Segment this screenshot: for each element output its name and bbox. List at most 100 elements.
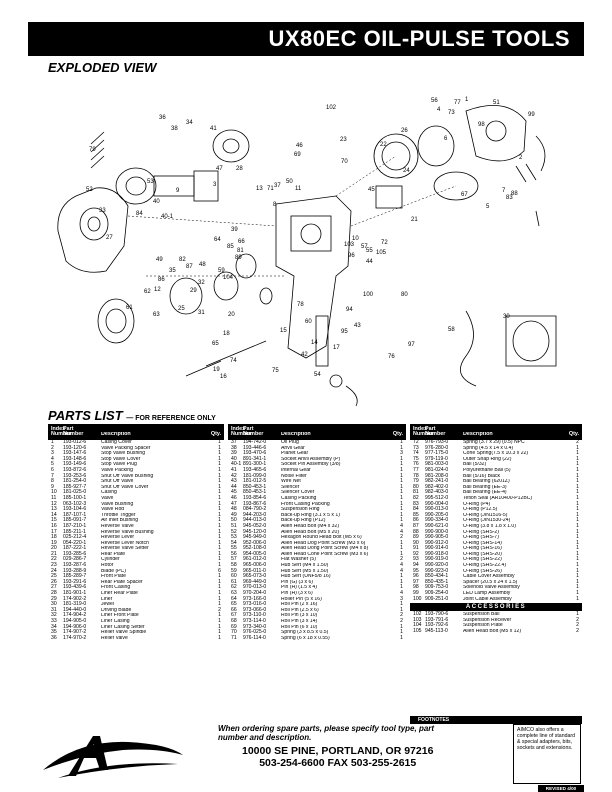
callout-label: 75 [272,368,279,374]
callout-label: 73 [448,110,455,116]
callout-label: 45 [368,187,375,193]
callout-label: 19 [213,367,220,373]
callout-label: 31 [198,310,205,316]
callout-label: 27 [106,235,113,241]
callout-label: 103 [344,242,355,248]
callout-label: 82 [179,257,186,263]
callout-label: 57 [361,244,368,250]
callout-label: 87 [186,264,193,270]
callout-label: 33 [99,208,106,214]
callout-label: 100 [363,292,374,298]
callout-label: 50 [286,179,293,185]
callout-label: 67 [461,192,468,198]
callout-label: 14 [311,340,318,346]
callout-label: 42 [301,352,308,358]
leader-lines [127,155,457,277]
callout-label: 81 [237,248,244,254]
callout-label: 3 [213,182,217,188]
callout-label: 13 [256,186,263,192]
callout-label: 77 [454,100,461,106]
valve-parts-drawing [185,315,358,407]
callout-label: 60 [305,319,312,325]
aimco-logo-icon [38,730,188,785]
callout-label: 44 [366,259,373,265]
callout-label: 99 [528,112,535,118]
callout-label: 39 [231,227,238,233]
callout-label: 88 [511,191,518,197]
callout-label: 8 [273,202,277,208]
callout-label: 69 [294,152,301,158]
callout-label: 105 [376,250,387,256]
callout-label: 63 [153,312,160,318]
callout-label: 64 [214,237,221,243]
callout-label: 46 [296,143,303,149]
front-casing-drawing [57,187,129,273]
callout-label: 95 [341,329,348,335]
callout-label: 9 [176,188,180,194]
callout-label: 54 [314,372,321,378]
callout-label: 65 [212,341,219,347]
callout-label: 4 [437,107,441,113]
liner-parts-drawing [97,253,273,344]
callout-label: 86 [158,277,165,283]
callout-label: 53 [147,179,154,185]
callout-label: 2 [519,155,523,161]
callout-label: 71 [267,186,274,192]
callout-label: 37 [274,183,281,189]
callout-label: 41 [210,126,217,132]
callout-label: 78 [297,302,304,308]
callout-label: 25 [178,306,185,312]
callout-label: 11 [295,186,302,192]
cable-drawing [459,135,557,387]
callout-label: 58 [448,327,455,333]
